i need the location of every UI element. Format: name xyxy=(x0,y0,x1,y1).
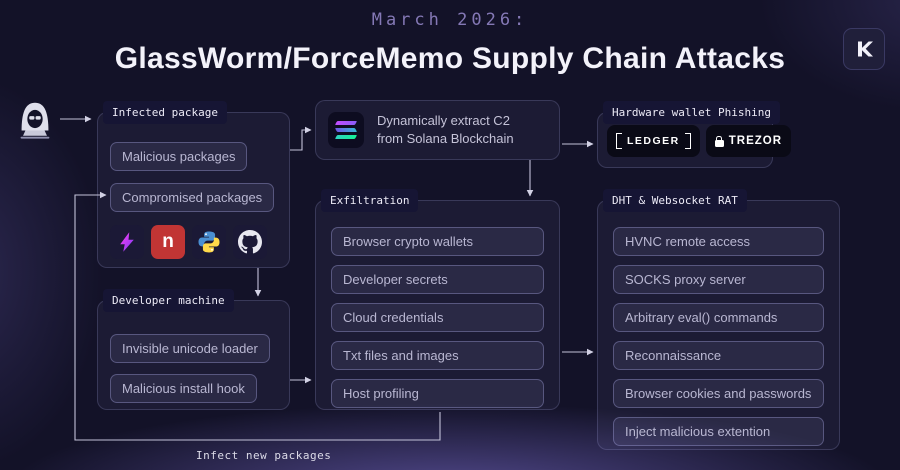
infected-package-box: Infected package Malicious packages Comp… xyxy=(97,101,290,268)
extension-icon xyxy=(110,225,144,259)
list-item-crypto-wallets: Browser crypto wallets xyxy=(331,227,544,256)
ledger-badge: LEDGER xyxy=(607,125,700,157)
list-item-txt-files: Txt files and images xyxy=(331,341,544,370)
page-title: GlassWorm/ForceMemo Supply Chain Attacks xyxy=(114,42,786,75)
rat-label: DHT & Websocket RAT xyxy=(603,189,747,212)
list-item-compromised-packages: Compromised packages xyxy=(110,183,275,212)
solana-icon xyxy=(328,112,364,148)
hardware-wallet-label: Hardware wallet Phishing xyxy=(603,101,780,124)
solana-c2-text: Dynamically extract C2 from Solana Block… xyxy=(377,112,514,148)
ledger-bracket-left-icon xyxy=(616,133,622,149)
loop-annotation: Infect new packages xyxy=(196,449,332,462)
developer-machine-label: Developer machine xyxy=(103,289,234,312)
list-item-install-hook: Malicious install hook xyxy=(110,374,257,403)
brand-logo xyxy=(843,28,885,70)
exfiltration-label: Exfiltration xyxy=(321,189,419,212)
dht-websocket-rat-box: DHT & Websocket RAT HVNC remote access S… xyxy=(597,189,840,450)
list-item-socks-proxy: SOCKS proxy server xyxy=(613,265,824,294)
list-item-eval-commands: Arbitrary eval() commands xyxy=(613,303,824,332)
list-item-hvnc: HVNC remote access xyxy=(613,227,824,256)
ledger-label: LEDGER xyxy=(627,135,680,147)
list-item-malicious-packages: Malicious packages xyxy=(110,142,248,171)
list-item-unicode-loader: Invisible unicode loader xyxy=(110,334,270,363)
hacker-icon xyxy=(12,94,58,144)
solana-c2-line2: from Solana Blockchain xyxy=(377,131,514,146)
ecosystem-icons: n xyxy=(110,225,277,259)
list-item-malicious-extension: Inject malicious extention xyxy=(613,417,824,446)
npm-letter: n xyxy=(162,231,174,252)
wallet-badges: LEDGER TREZOR xyxy=(598,113,792,157)
list-item-developer-secrets: Developer secrets xyxy=(331,265,544,294)
github-icon xyxy=(233,225,267,259)
ledger-bracket-right-icon xyxy=(684,133,691,149)
list-item-host-profiling: Host profiling xyxy=(331,379,544,408)
solana-c2-line1: Dynamically extract C2 xyxy=(377,112,510,128)
npm-icon: n xyxy=(151,225,185,259)
list-item-cookies-passwords: Browser cookies and passwords xyxy=(613,379,824,408)
brand-k-icon xyxy=(858,41,873,57)
developer-machine-box: Developer machine Invisible unicode load… xyxy=(97,289,290,410)
infected-package-label: Infected package xyxy=(103,101,227,124)
trezor-badge: TREZOR xyxy=(705,125,792,157)
hardware-wallet-phishing-box: Hardware wallet Phishing LEDGER TREZOR xyxy=(597,101,792,168)
python-icon xyxy=(192,225,226,259)
solana-c2-box: Dynamically extract C2 from Solana Block… xyxy=(315,100,560,160)
list-item-cloud-credentials: Cloud credentials xyxy=(331,303,544,332)
date-label: March 2026: xyxy=(371,10,529,30)
lock-icon xyxy=(714,135,724,147)
list-item-reconnaissance: Reconnaissance xyxy=(613,341,824,370)
exfiltration-box: Exfiltration Browser crypto wallets Deve… xyxy=(315,189,560,410)
trezor-label: TREZOR xyxy=(728,135,783,147)
